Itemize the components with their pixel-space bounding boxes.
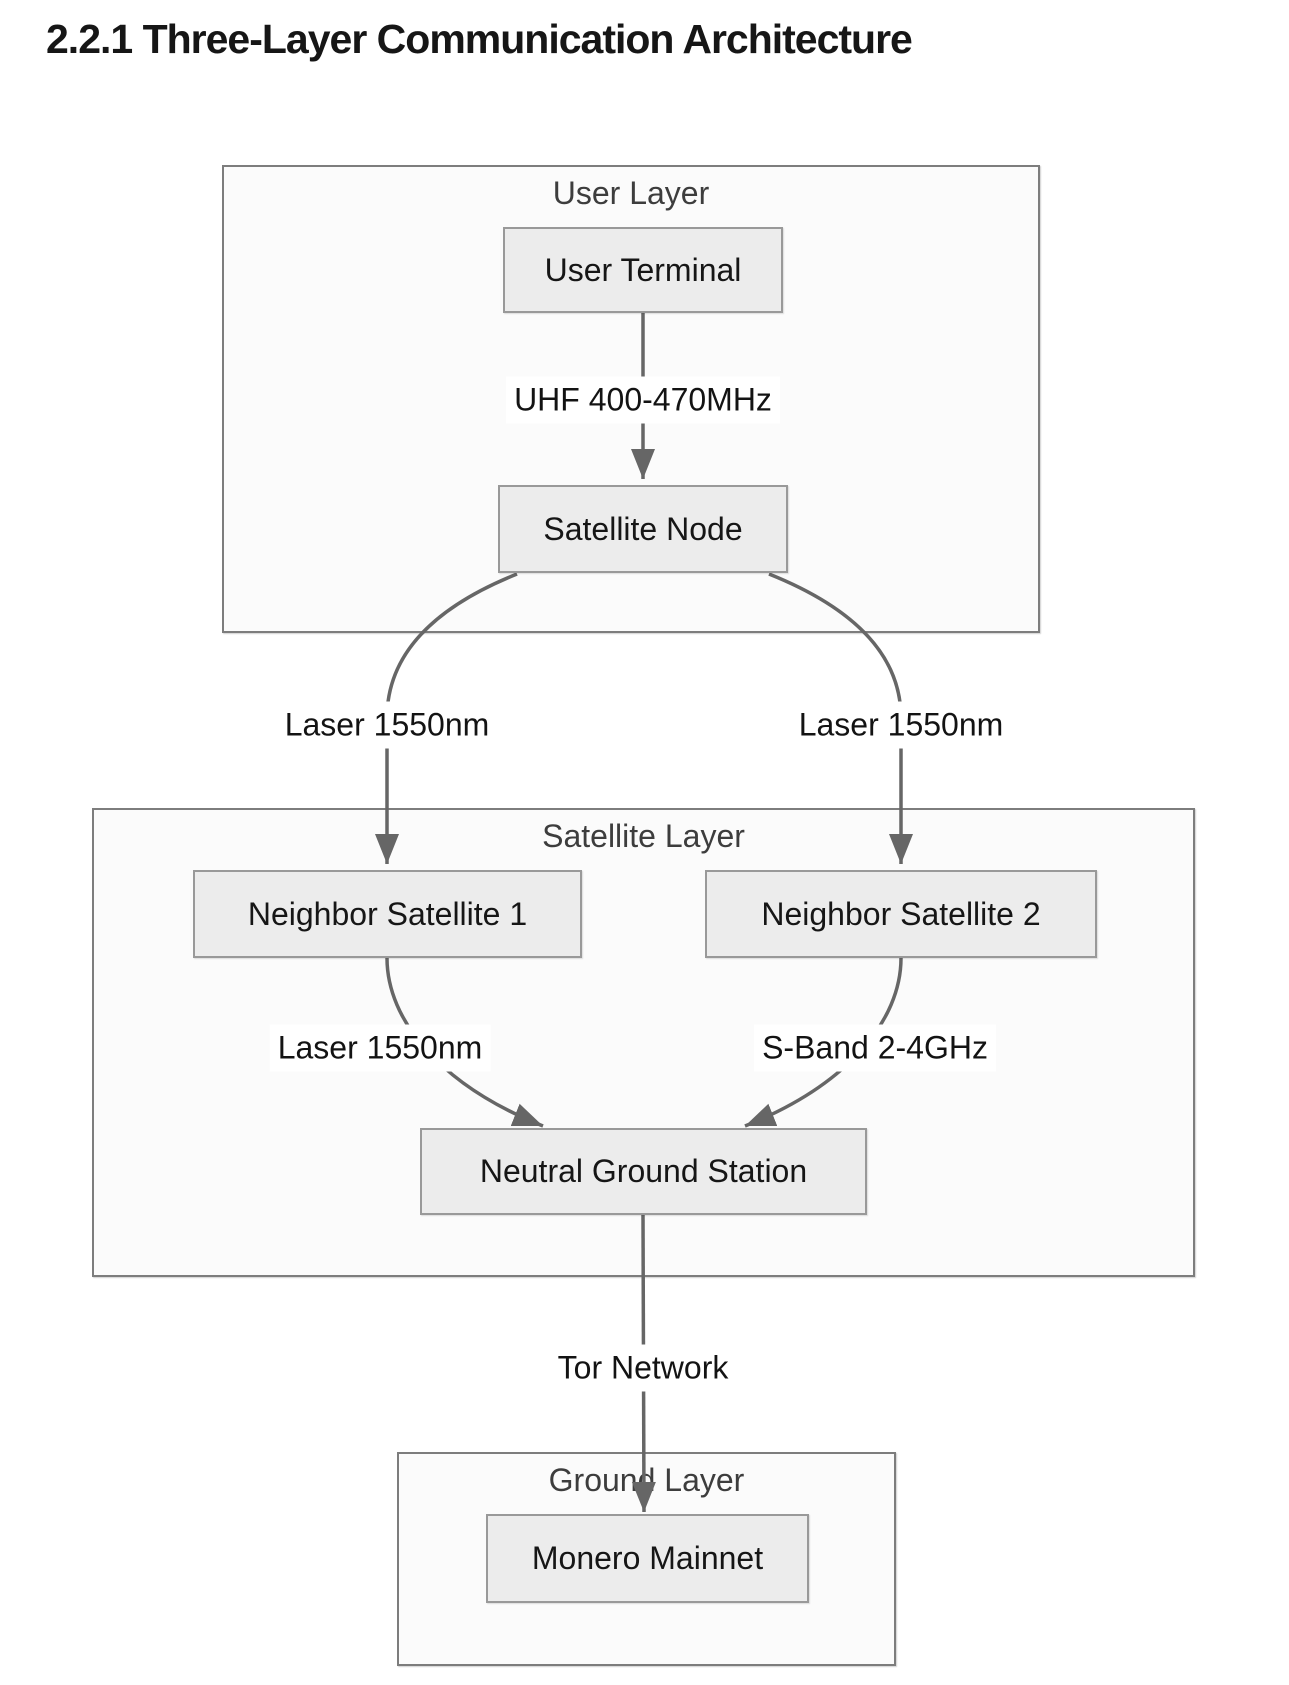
subgraph-user-layer-label: User Layer [552,175,710,211]
page-title: 2.2.1 Three-Layer Communication Architec… [46,16,913,62]
subgraph-ground-layer-label: Ground Layer [548,1462,745,1498]
edge-label-uhf: UHF 400-470MHz [506,376,780,424]
edge-label-sband: S-Band 2-4GHz [754,1024,996,1072]
node-neighbor-satellite-1: Neighbor Satellite 1 [193,870,582,958]
node-neutral-ground-station: Neutral Ground Station [420,1128,867,1215]
node-neighbor-satellite-2: Neighbor Satellite 2 [705,870,1097,958]
edge-label-laser-right: Laser 1550nm [790,701,1012,749]
edge-label-laser-downlink: Laser 1550nm [269,1024,491,1072]
subgraph-satellite-layer-label: Satellite Layer [542,818,745,854]
node-monero-mainnet: Monero Mainnet [486,1514,809,1603]
node-user-terminal: User Terminal [503,227,783,313]
edge-label-tor-network: Tor Network [549,1344,737,1392]
node-satellite-node: Satellite Node [498,485,788,573]
edge-label-laser-left: Laser 1550nm [276,701,498,749]
